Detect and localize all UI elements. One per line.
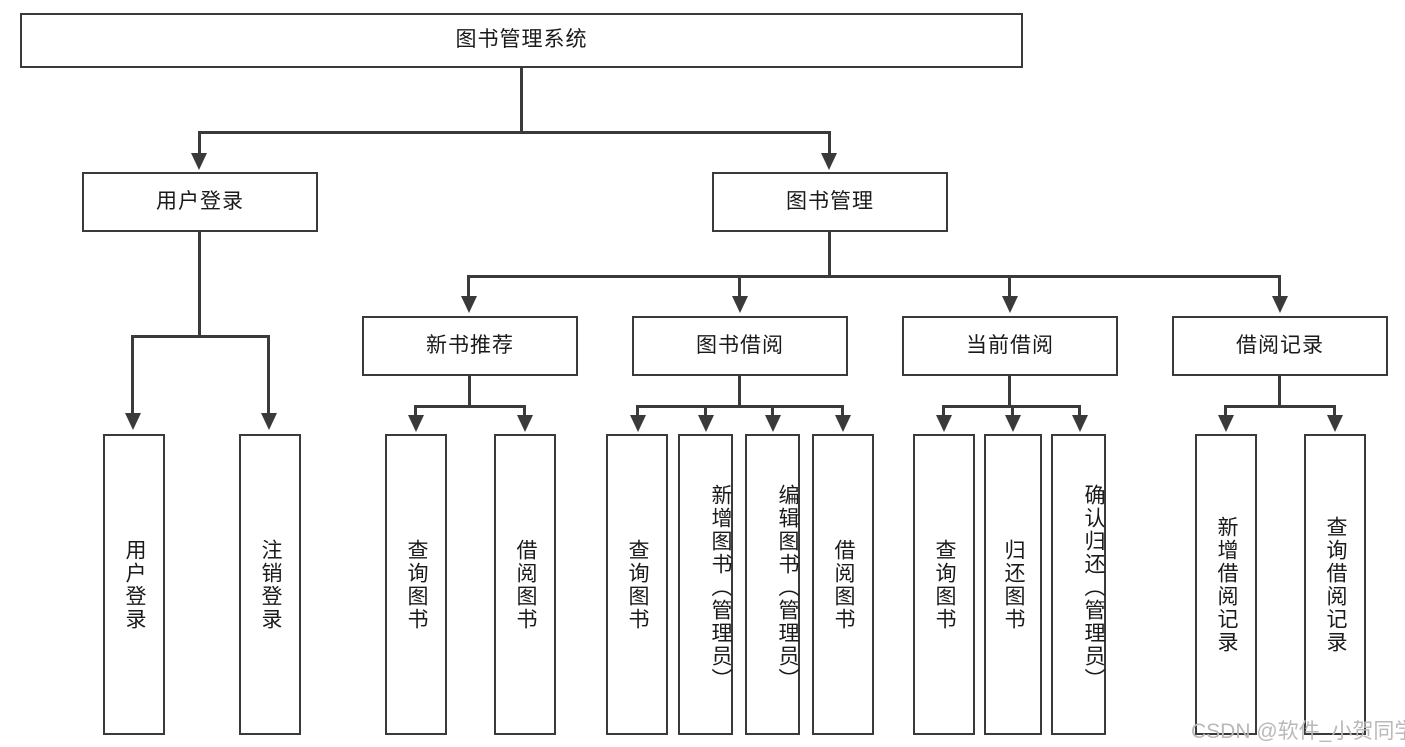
arrow-to-leaf-confirm-return xyxy=(1072,415,1088,432)
node-label: 图书借阅 xyxy=(696,333,784,357)
node-label: 用户登录 xyxy=(156,189,244,213)
node-label: 查询图书 xyxy=(405,538,429,631)
node-label: 新书推荐 xyxy=(426,333,514,357)
node-label: 归还图书 xyxy=(1002,538,1026,631)
connector-new-book-recommend-stem xyxy=(468,376,471,405)
arrow-to-current-borrow xyxy=(1002,296,1018,313)
connector-br-drop-2 xyxy=(1333,405,1336,417)
connector-cb-drop-3 xyxy=(1078,405,1081,417)
connector-user-login-drop-2 xyxy=(267,335,270,415)
connector-to-current-borrow xyxy=(1008,275,1011,298)
node-leaf-add-book[interactable]: 新增图书（管理员） xyxy=(678,434,733,735)
arrow-to-user-login xyxy=(191,153,207,170)
node-new-book-recommend[interactable]: 新书推荐 xyxy=(362,316,578,376)
arrow-to-leaf-borrow-book-2 xyxy=(835,415,851,432)
connector-cb-drop-2 xyxy=(1011,405,1014,417)
node-label: 借阅图书 xyxy=(514,538,538,631)
node-label: 新增借阅记录 xyxy=(1215,515,1239,654)
connector-cb-drop-1 xyxy=(942,405,945,417)
connector-bb-drop-4 xyxy=(841,405,844,417)
arrow-to-leaf-borrow-book-1 xyxy=(517,415,533,432)
arrow-to-leaf-query-book-1 xyxy=(408,415,424,432)
node-label: 注销登录 xyxy=(259,538,283,631)
connector-root-to-book-management xyxy=(828,131,831,155)
connector-nbr-drop-2 xyxy=(523,405,526,417)
node-leaf-query-record[interactable]: 查询借阅记录 xyxy=(1304,434,1366,735)
node-borrow-record[interactable]: 借阅记录 xyxy=(1172,316,1388,376)
node-current-borrow[interactable]: 当前借阅 xyxy=(902,316,1118,376)
connector-user-login-stem xyxy=(198,232,201,335)
node-book-management[interactable]: 图书管理 xyxy=(712,172,948,232)
connector-to-borrow-record xyxy=(1278,275,1281,298)
connector-borrow-record-stem xyxy=(1278,376,1281,405)
connector-bb-drop-2 xyxy=(704,405,707,417)
node-label: 查询借阅记录 xyxy=(1324,515,1348,654)
node-leaf-query-book-2[interactable]: 查询图书 xyxy=(606,434,668,735)
connector-book-management-stem xyxy=(828,232,831,275)
node-leaf-user-login[interactable]: 用户登录 xyxy=(103,434,165,735)
connector-root-bus xyxy=(198,131,831,134)
connector-to-new-book-recommend xyxy=(467,275,470,298)
arrow-to-leaf-query-book-3 xyxy=(936,415,952,432)
node-book-borrow[interactable]: 图书借阅 xyxy=(632,316,848,376)
csdn-watermark: CSDN @软件_小贺同学 xyxy=(1191,720,1405,743)
node-leaf-logout-login[interactable]: 注销登录 xyxy=(239,434,301,735)
connector-to-book-borrow xyxy=(738,275,741,298)
connector-level2-bus xyxy=(467,275,1281,278)
node-label: 图书管理系统 xyxy=(455,28,588,52)
connector-user-login-drop-1 xyxy=(131,335,134,415)
arrow-to-leaf-query-book-2 xyxy=(630,415,646,432)
connector-user-login-bus xyxy=(131,335,270,338)
node-label: 用户登录 xyxy=(123,538,147,631)
node-label: 查询图书 xyxy=(626,538,650,631)
node-leaf-query-book-3[interactable]: 查询图书 xyxy=(913,434,975,735)
connector-new-book-recommend-bus xyxy=(414,405,526,408)
node-label: 借阅图书 xyxy=(832,538,856,631)
node-label: 当前借阅 xyxy=(966,333,1054,357)
connector-bb-drop-3 xyxy=(771,405,774,417)
arrow-to-book-borrow xyxy=(732,296,748,313)
node-leaf-borrow-book-1[interactable]: 借阅图书 xyxy=(494,434,556,735)
node-user-login[interactable]: 用户登录 xyxy=(82,172,318,232)
node-label: 查询图书 xyxy=(933,538,957,631)
connector-book-borrow-bus xyxy=(636,405,844,408)
node-label: 图书管理 xyxy=(786,189,874,213)
connector-current-borrow-stem xyxy=(1008,376,1011,405)
arrow-to-leaf-edit-book xyxy=(765,415,781,432)
arrow-to-leaf-return-book xyxy=(1005,415,1021,432)
arrow-to-leaf-add-record xyxy=(1218,415,1234,432)
connector-nbr-drop-1 xyxy=(414,405,417,417)
arrow-to-borrow-record xyxy=(1272,296,1288,313)
connector-bb-drop-1 xyxy=(636,405,639,417)
node-leaf-query-book-1[interactable]: 查询图书 xyxy=(385,434,447,735)
arrow-to-leaf-logout-login xyxy=(261,413,277,430)
arrow-to-leaf-add-book xyxy=(698,415,714,432)
node-leaf-edit-book[interactable]: 编辑图书（管理员） xyxy=(745,434,800,735)
node-leaf-confirm-return[interactable]: 确认归还（管理员） xyxy=(1051,434,1106,735)
arrow-to-book-management xyxy=(821,153,837,170)
node-leaf-add-record[interactable]: 新增借阅记录 xyxy=(1195,434,1257,735)
node-label: 编辑图书（管理员） xyxy=(776,484,799,691)
connector-borrow-record-bus xyxy=(1224,405,1336,408)
node-leaf-return-book[interactable]: 归还图书 xyxy=(984,434,1042,735)
node-label: 借阅记录 xyxy=(1236,333,1324,357)
node-label: 确认归还（管理员） xyxy=(1082,484,1105,691)
arrow-to-new-book-recommend xyxy=(461,296,477,313)
connector-br-drop-1 xyxy=(1224,405,1227,417)
node-leaf-borrow-book-2[interactable]: 借阅图书 xyxy=(812,434,874,735)
connector-root-stem xyxy=(520,68,523,131)
arrow-to-leaf-user-login xyxy=(125,413,141,430)
arrow-to-leaf-query-record xyxy=(1327,415,1343,432)
node-book-management-system[interactable]: 图书管理系统 xyxy=(20,13,1023,68)
connector-root-to-user-login xyxy=(198,131,201,155)
node-label: 新增图书（管理员） xyxy=(709,484,732,691)
connector-book-borrow-stem xyxy=(738,376,741,405)
